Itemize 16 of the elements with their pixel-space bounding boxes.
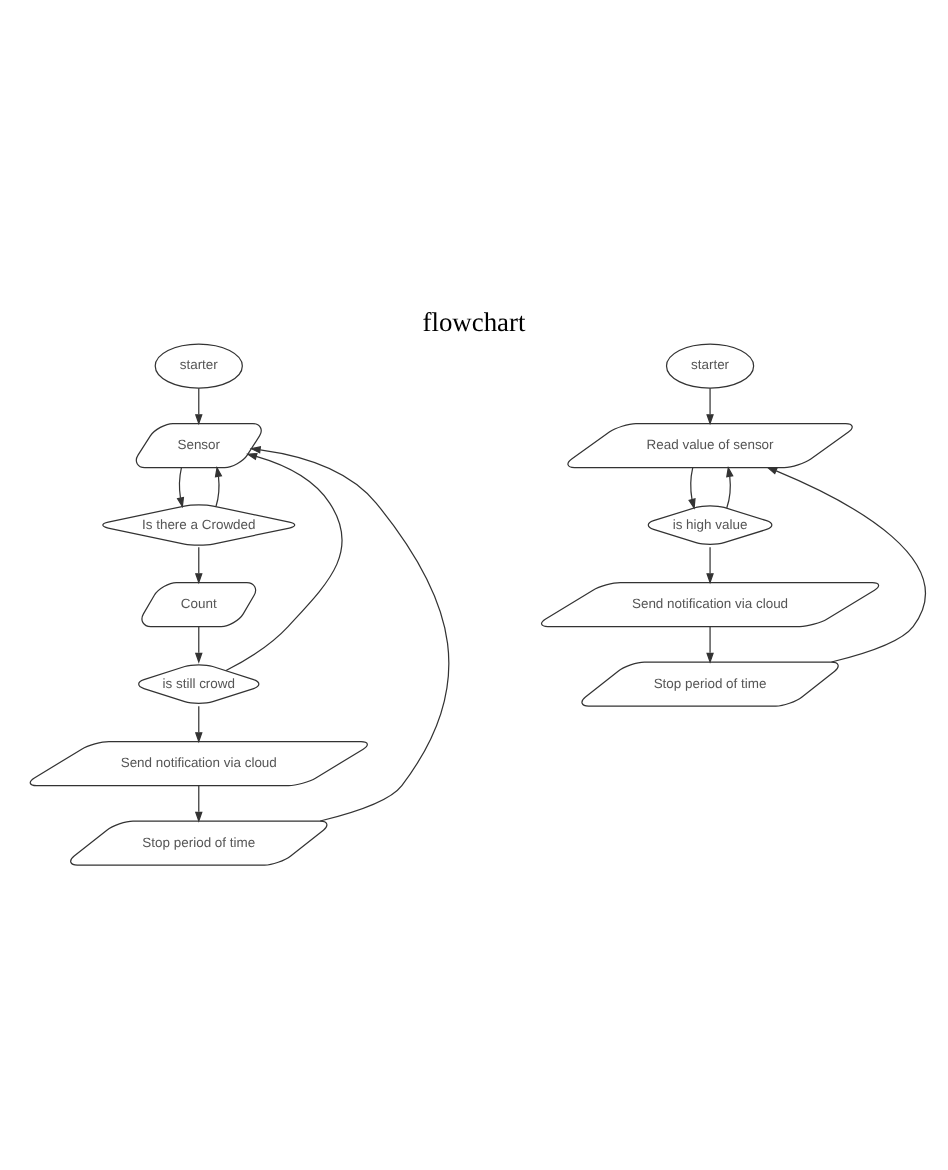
arrow [249,446,450,822]
arrow [176,467,185,509]
arrow [706,387,714,426]
arrow [225,452,343,672]
arrow [194,626,203,664]
arrow [194,546,203,585]
arrow [726,466,734,509]
arrow [706,546,714,585]
arrow [688,467,696,510]
arrow [194,387,203,426]
diagram-title: flowchart [422,307,526,338]
arrow [194,785,203,823]
arrow [214,466,223,508]
arrow [706,626,714,664]
arrow [766,466,926,663]
arrow [194,705,203,744]
